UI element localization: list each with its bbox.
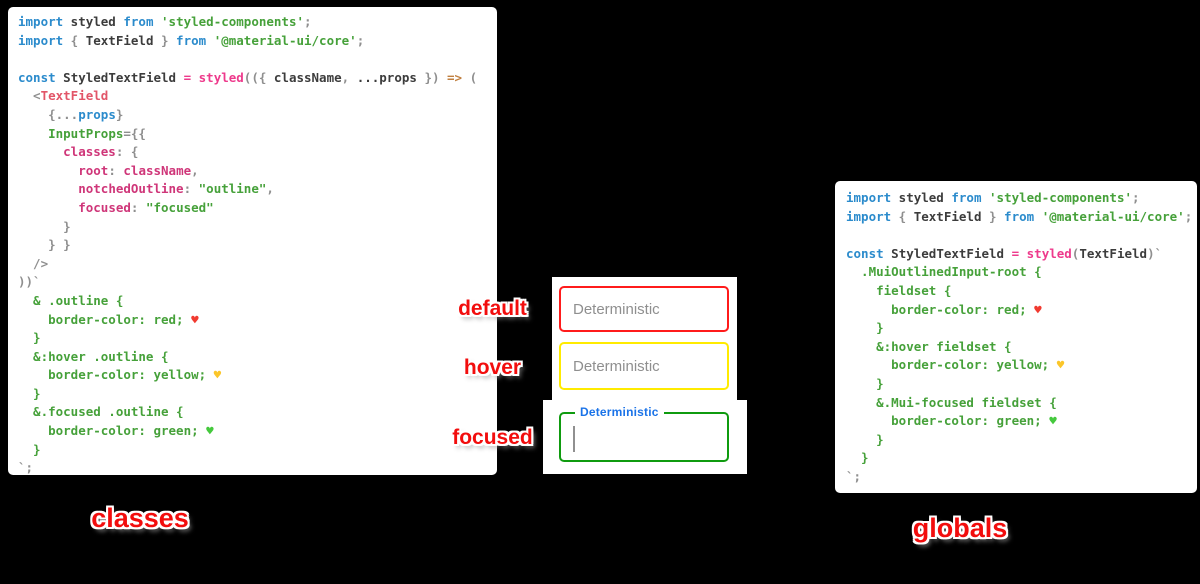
code-line: root: className, xyxy=(78,162,199,178)
code-line: fieldset { xyxy=(846,282,952,298)
code-line: import styled from 'styled-components'; xyxy=(18,14,312,29)
annotation-default: default xyxy=(458,297,527,320)
code-line: `; xyxy=(846,468,862,484)
code-line: &.Mui-focused fieldset { xyxy=(846,394,1057,410)
code-line: border-color: green; ♥ xyxy=(846,413,1057,429)
code-line: &:hover .outline { xyxy=(18,348,169,364)
code-line: } xyxy=(18,441,41,457)
textfield-focused-label: Deterministic xyxy=(575,405,664,419)
code-line: /> xyxy=(18,255,49,271)
caption-globals: globals xyxy=(912,513,1008,543)
code-line: <TextField xyxy=(18,88,109,104)
code-line: classes: { xyxy=(63,144,139,160)
code-line: } } xyxy=(18,237,71,253)
code-line: } xyxy=(846,431,884,447)
code-line: border-color: red; ♥ xyxy=(18,311,199,327)
code-line: .MuiOutlinedInput-root { xyxy=(846,264,1042,280)
textfield-focused[interactable]: Deterministic xyxy=(559,405,729,462)
code-line: } xyxy=(18,218,71,234)
code-line: `; xyxy=(18,460,34,476)
code-line: const StyledTextField = styled(TextField… xyxy=(846,245,1163,261)
code-line: } xyxy=(846,375,884,391)
code-line: ))` xyxy=(18,274,41,290)
textfield-hover[interactable] xyxy=(559,342,729,390)
annotation-hover: hover xyxy=(463,356,522,379)
caption-classes: classes xyxy=(91,503,189,533)
code-line xyxy=(846,226,1197,245)
code-line: } xyxy=(18,330,41,346)
code-line: &:hover fieldset { xyxy=(846,338,1012,354)
code-line: import { TextField } from '@material-ui/… xyxy=(18,32,365,48)
code-line: } xyxy=(18,385,41,401)
textfield-default[interactable] xyxy=(559,286,729,332)
code-panel-globals: import styled from 'styled-components'; i… xyxy=(835,181,1197,493)
code-line xyxy=(18,50,497,69)
code-line: border-color: green; ♥ xyxy=(18,423,214,439)
code-line: import { TextField } from '@material-ui/… xyxy=(846,208,1193,224)
code-line: border-color: yellow; ♥ xyxy=(18,367,222,383)
code-line: border-color: red; ♥ xyxy=(846,301,1042,317)
code-line: } xyxy=(846,450,869,466)
code-line: } xyxy=(846,320,884,336)
code-line: InputProps={{ xyxy=(48,125,146,141)
code-line: {...props} xyxy=(18,106,124,122)
code-line: const StyledTextField = styled(({ classN… xyxy=(18,69,478,85)
code-line: notchedOutline: "outline", xyxy=(78,181,274,197)
code-line: &.focused .outline { xyxy=(18,404,184,420)
annotation-focused: focused xyxy=(452,426,533,449)
code-line: border-color: yellow; ♥ xyxy=(846,357,1065,373)
code-line: import styled from 'styled-components'; xyxy=(846,190,1140,205)
code-line: focused: "focused" xyxy=(78,199,214,215)
code-line: & .outline { xyxy=(18,292,124,308)
code-panel-classes: import styled from 'styled-components'; i… xyxy=(8,7,497,475)
text-cursor xyxy=(573,426,575,452)
